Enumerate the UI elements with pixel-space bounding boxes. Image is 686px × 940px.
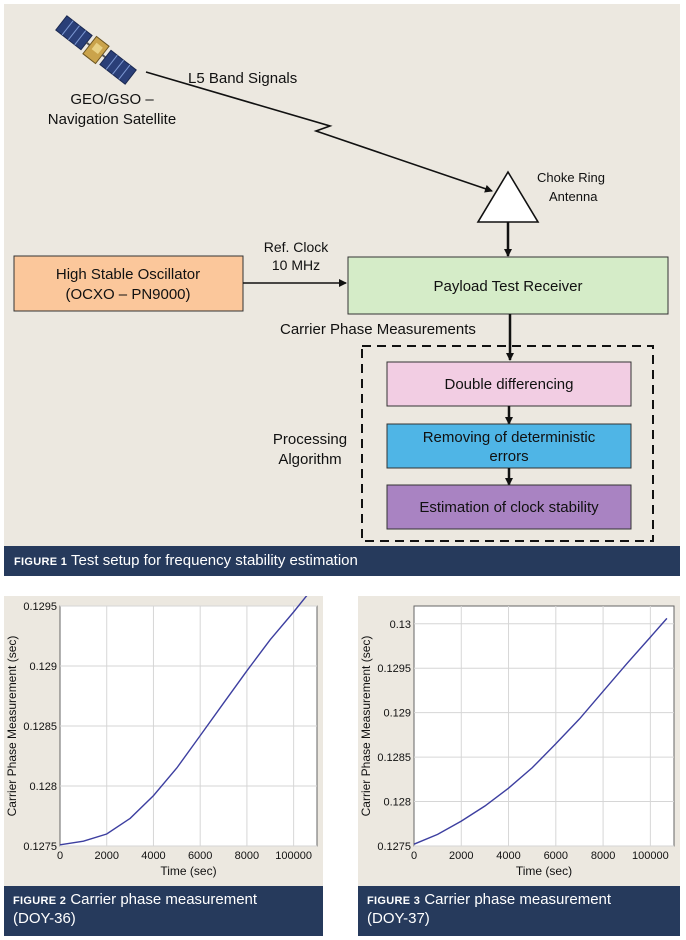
processing-label: Processing xyxy=(273,431,347,448)
figure3-caption: FIGURE 3 Carrier phase measurement (DOY-… xyxy=(358,886,680,936)
x-tick-label: 4000 xyxy=(141,850,165,862)
satellite-label: Navigation Satellite xyxy=(48,111,176,128)
step-removing-errors xyxy=(386,423,632,469)
step-label: Estimation of clock stability xyxy=(419,499,599,516)
figure1-diagram: GEO/GSO – Navigation Satellite L5 Band S… xyxy=(13,15,669,542)
clock-label: 10 MHz xyxy=(272,257,320,273)
y-tick-label: 0.1275 xyxy=(377,841,411,853)
x-tick-label: 2000 xyxy=(449,850,473,862)
y-tick-label: 0.129 xyxy=(29,661,57,673)
y-tick-label: 0.128 xyxy=(383,797,411,809)
x-tick-label: 8000 xyxy=(235,850,259,862)
caption-text: (DOY-37) xyxy=(367,910,430,927)
figure3-chart: 0 2000 4000 6000 8000 100000 0.1275 0.128 0.1285… xyxy=(359,605,675,878)
y-tick-label: 0.129 xyxy=(383,708,411,720)
x-axis-label: Time (sec) xyxy=(160,864,216,878)
receiver-box xyxy=(347,256,669,315)
x-axis-label: Time (sec) xyxy=(516,864,572,878)
y-tick-label: 0.1295 xyxy=(377,663,411,675)
signal-path xyxy=(145,71,493,193)
oscillator-box xyxy=(13,255,244,312)
satellite-label: GEO/GSO – xyxy=(70,91,154,108)
y-tick-label: 0.13 xyxy=(390,619,411,631)
x-tick-label: 2000 xyxy=(94,850,118,862)
step-label: errors xyxy=(489,448,528,465)
antenna-label: Antenna xyxy=(549,189,598,204)
step-clock-stability xyxy=(386,484,632,530)
y-tick-label: 0.1295 xyxy=(23,601,57,613)
signal-label: L5 Band Signals xyxy=(188,70,297,87)
satellite-icon xyxy=(55,15,137,85)
step-double-differencing xyxy=(386,361,632,407)
caption-text: Test setup for frequency stability estim… xyxy=(71,552,358,569)
x-tick-label: 8000 xyxy=(591,850,615,862)
series-line xyxy=(413,617,668,845)
y-axis-label: Carrier Phase Measurement (sec) xyxy=(359,636,373,817)
caption-text: (DOY-36) xyxy=(13,910,76,927)
processing-label: Algorithm xyxy=(278,451,341,468)
caption-text: Carrier phase measurement xyxy=(424,891,612,908)
receiver-label: Payload Test Receiver xyxy=(434,278,583,295)
x-tick-label: 100000 xyxy=(275,850,312,862)
antenna-label: Choke Ring xyxy=(537,170,605,185)
x-tick-label: 0 xyxy=(57,850,63,862)
figure2-chart: 0 2000 4000 6000 8000 100000 0.1275 0.128 0.1285… xyxy=(5,596,318,878)
y-tick-label: 0.128 xyxy=(29,781,57,793)
processing-group xyxy=(361,345,654,542)
y-tick-label: 0.1285 xyxy=(377,752,411,764)
x-tick-label: 0 xyxy=(411,850,417,862)
x-tick-label: 6000 xyxy=(188,850,212,862)
figure2-caption: FIGURE 2 Carrier phase measurement (DOY-… xyxy=(4,886,323,936)
clock-label: Ref. Clock xyxy=(264,239,330,255)
plot-area xyxy=(413,605,675,847)
step-label: Removing of deterministic xyxy=(423,429,596,446)
caption-label: FIGURE 1 xyxy=(14,556,68,568)
y-tick-label: 0.1285 xyxy=(23,721,57,733)
antenna-icon xyxy=(476,170,540,223)
caption-label: FIGURE 2 xyxy=(13,895,67,907)
oscillator-label: High Stable Oscillator xyxy=(56,266,200,283)
measurements-label: Carrier Phase Measurements xyxy=(280,321,476,338)
caption-text: Carrier phase measurement xyxy=(70,891,258,908)
y-axis-label: Carrier Phase Measurement (sec) xyxy=(5,636,19,817)
x-tick-label: 4000 xyxy=(496,850,520,862)
series-line xyxy=(59,596,308,846)
oscillator-label: (OCXO – PN9000) xyxy=(65,286,190,303)
x-tick-label: 100000 xyxy=(632,850,669,862)
y-tick-label: 0.1275 xyxy=(23,841,57,853)
caption-label: FIGURE 3 xyxy=(367,895,421,907)
figure1-caption: FIGURE 1 Test setup for frequency stabil… xyxy=(4,546,680,576)
step-label: Double differencing xyxy=(445,376,574,393)
x-tick-label: 6000 xyxy=(544,850,568,862)
